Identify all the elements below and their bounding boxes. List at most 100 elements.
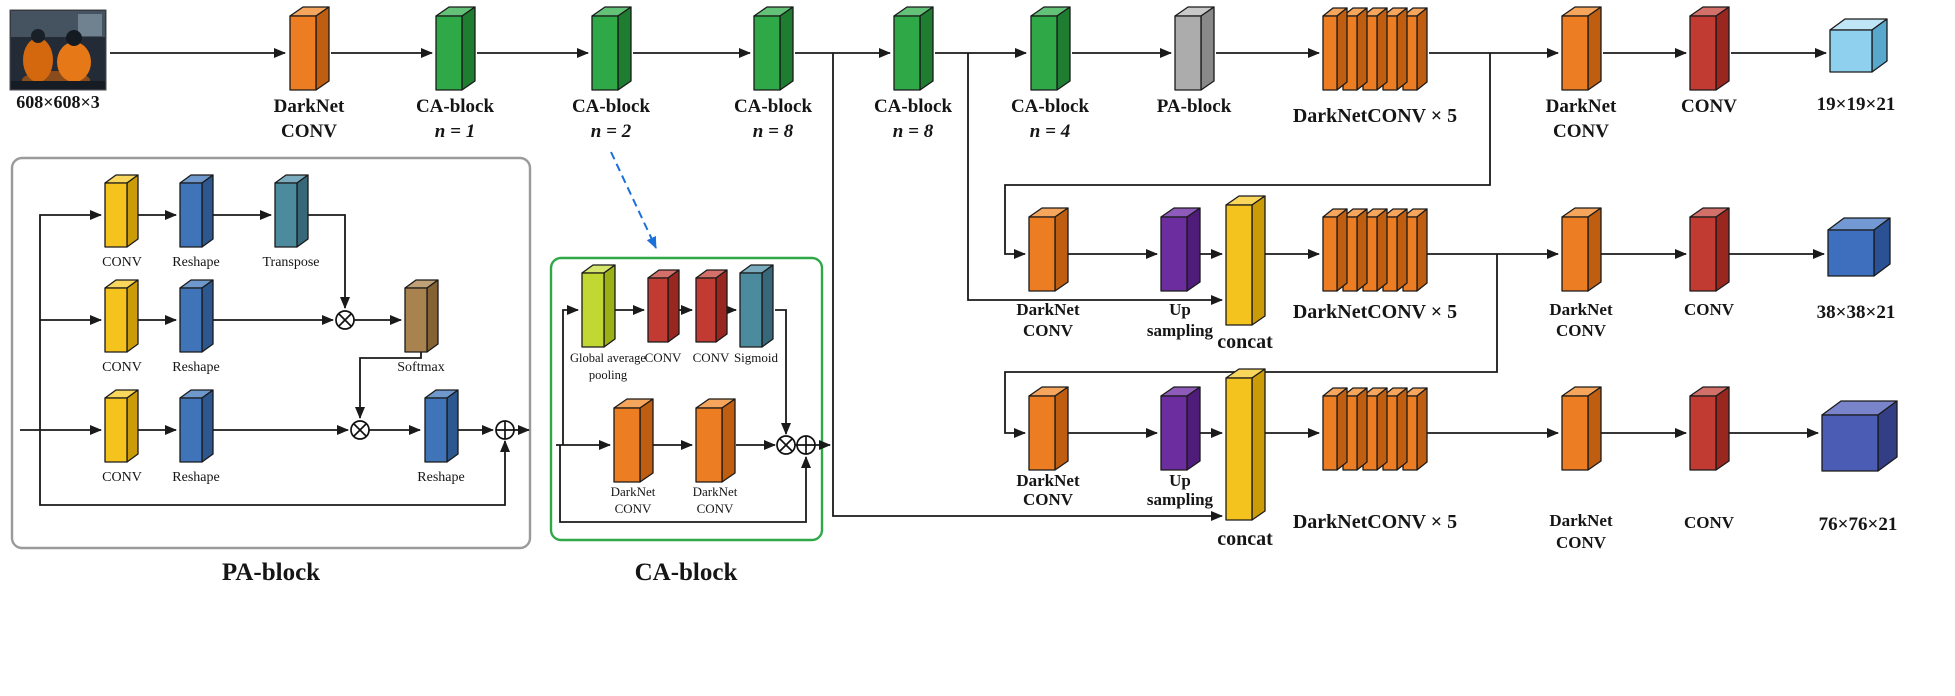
head2-stack-slab-1 <box>1322 216 1338 292</box>
ca-darknet-label-2: CONV <box>615 501 652 516</box>
ca-sigmoid-label: Sigmoid <box>734 350 779 365</box>
head2-stack-slab-4-side <box>1396 208 1408 292</box>
head3-upsample-label-2: sampling <box>1147 490 1214 509</box>
head3-darknet-conv-in-block-side <box>1054 386 1069 471</box>
head2-concat-label: concat <box>1217 331 1273 353</box>
head1-darknet-conv-block <box>1561 15 1589 91</box>
head3-concat-block <box>1225 377 1253 521</box>
pa-conv-label: CONV <box>102 470 142 485</box>
ca-conv-label: CONV <box>645 350 682 365</box>
head1-stack-slab-5-side <box>1416 7 1428 91</box>
pa-conv-block-top <box>104 182 128 248</box>
pa-reshape-block-bottom <box>179 397 203 463</box>
backbone-darknet-label-1: DarkNet <box>274 96 345 117</box>
pa-softmax-block <box>404 287 428 353</box>
head3-darknet-in-label-2: CONV <box>1023 490 1074 509</box>
ca-branch-to-gap <box>562 305 579 445</box>
pa-multiply-icon <box>350 420 370 440</box>
head2-stack-slab-5-side <box>1416 208 1428 292</box>
input-size-label: 608×608×3 <box>16 92 100 112</box>
ca-multiply-icon <box>776 435 796 455</box>
pa-transpose-label: Transpose <box>262 255 319 270</box>
head2-conv-block-side <box>1715 207 1730 292</box>
ca-darknet-block-2-side <box>721 398 736 483</box>
pa-block-detail-box <box>10 156 532 550</box>
head3-darknet-label-1: DarkNet <box>1549 511 1613 530</box>
head3-conv-block <box>1689 395 1717 471</box>
head2-darknet-conv-block-side <box>1587 207 1602 292</box>
head2-upsample-label-1: Up <box>1169 300 1191 319</box>
ca-darknet-block-2 <box>695 407 723 483</box>
ca-darknet-block-1-side <box>639 398 654 483</box>
head3-darknet-conv-block-side <box>1587 386 1602 471</box>
head3-output-cube <box>1821 414 1879 472</box>
head1-stack-slab-2-side <box>1356 7 1368 91</box>
flow-connectors <box>20 48 1827 523</box>
head2-conv-block <box>1689 216 1717 292</box>
pa-transpose-to-multiply <box>308 214 350 309</box>
head3-darknet-conv-in-block <box>1028 395 1056 471</box>
ca5-n-label: n = 4 <box>1030 121 1070 142</box>
head1-darknet-label-2: CONV <box>1553 121 1609 142</box>
head1-stack-slab-4-side <box>1396 7 1408 91</box>
branch-ca3-to-concat3 <box>832 53 1223 521</box>
pa-block-label: PA-block <box>1157 96 1232 117</box>
head2-darknet-in-label-1: DarkNet <box>1016 300 1080 319</box>
pa-reshape-block-mid-side <box>201 279 214 353</box>
head2-darknet-in-label-2: CONV <box>1023 321 1074 340</box>
pa-reshape-block-top-side <box>201 174 214 248</box>
ca4-label: CA-block <box>874 96 953 117</box>
ca-conv-label: CONV <box>693 350 730 365</box>
ca-conv-block-2 <box>695 277 717 343</box>
head2-darknet-conv-in-block-side <box>1054 207 1069 292</box>
ca1-label: CA-block <box>416 96 495 117</box>
ca-block-3-side <box>779 6 794 91</box>
ca-block-title: CA-block <box>635 559 738 586</box>
pa-block-title: PA-block <box>222 559 320 586</box>
pa-conv-block-bottom-side <box>126 389 139 463</box>
ca-conv-block-1-side <box>667 269 680 343</box>
ca-add-icon <box>796 435 816 455</box>
pa-residual-line <box>39 430 510 506</box>
pa-branch-top <box>39 210 102 430</box>
head3-darknet-in-label-1: DarkNet <box>1016 471 1080 490</box>
backbone-darknet-conv-block <box>289 15 317 91</box>
head3-conv-block-side <box>1715 386 1730 471</box>
head2-output-label: 38×38×21 <box>1817 302 1896 323</box>
ca2-n-label: n = 2 <box>591 121 632 142</box>
head1-conv-block-side <box>1715 6 1730 91</box>
ca-conv-block-1 <box>647 277 669 343</box>
pa-conv-block-mid-side <box>126 279 139 353</box>
pa-softmax-block-side <box>426 279 439 353</box>
head3-upsampling-block <box>1160 395 1188 471</box>
ca-block-detail-box <box>549 256 824 542</box>
blocks-layer <box>104 6 1898 521</box>
branch-stack2-to-head3 <box>1004 254 1498 438</box>
head3-stack-label: DarkNetCONV × 5 <box>1293 511 1457 533</box>
ca-darknet-block-1 <box>613 407 641 483</box>
operators <box>335 310 816 455</box>
ca-sigmoid-block <box>739 272 763 348</box>
head3-upsampling-block-side <box>1186 386 1201 471</box>
head1-darknet-conv-block-side <box>1587 6 1602 91</box>
ca-conv-block-2-side <box>715 269 728 343</box>
pa-softmax-to-multiply <box>355 352 422 419</box>
head1-stack-slab-1-side <box>1336 7 1348 91</box>
pa-reshape-block-mid <box>179 287 203 353</box>
pa-add-icon <box>495 420 515 440</box>
head1-stack-slab-1 <box>1322 15 1338 91</box>
head2-darknet-conv-in-block <box>1028 216 1056 292</box>
head2-darknet-label-1: DarkNet <box>1549 300 1613 319</box>
pa-conv-label: CONV <box>102 360 142 375</box>
ca-residual-line <box>559 445 811 523</box>
ca-darknet-label-1: DarkNet <box>693 484 738 499</box>
head2-darknet-conv-block <box>1561 216 1589 292</box>
input-image <box>9 9 107 91</box>
head2-stack-label: DarkNetCONV × 5 <box>1293 301 1457 323</box>
ca-block-1 <box>435 15 463 91</box>
backbone-darknet-label-2: CONV <box>281 121 337 142</box>
head3-stack-slab-5-side <box>1416 387 1428 471</box>
ca-block-2 <box>591 15 619 91</box>
head2-upsampling-block <box>1160 216 1188 292</box>
ca-block-5 <box>1030 15 1058 91</box>
